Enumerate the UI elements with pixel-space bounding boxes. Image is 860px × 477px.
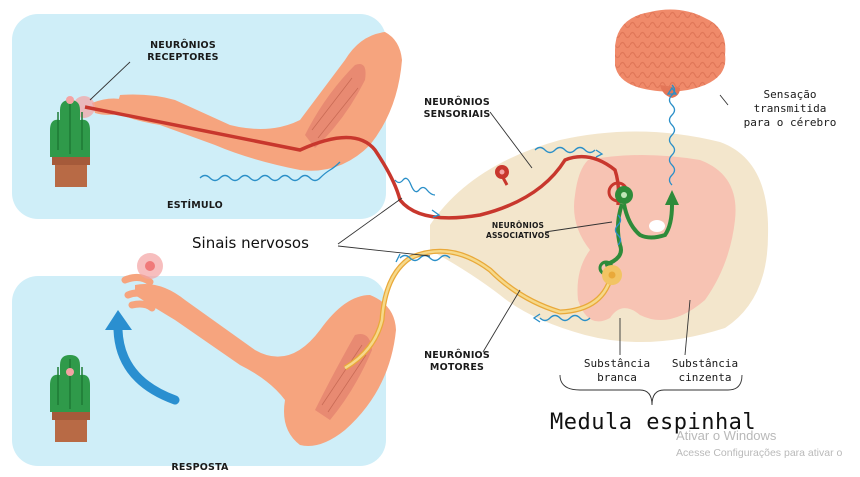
sensation-line1: Sensação <box>728 88 852 102</box>
nerve-signals-label: Sinais nervosos <box>192 234 309 252</box>
activation-watermark-title: Ativar o Windows <box>676 428 776 443</box>
sensory-label-line1: NEURÔNIOS <box>412 97 502 109</box>
motor-label-line2: MOTORES <box>412 362 502 374</box>
associative-label-line2: ASSOCIATIVOS <box>478 231 558 241</box>
white-matter-label: Substância branca <box>572 357 662 385</box>
sensory-label-line2: SENSORIAIS <box>412 109 502 121</box>
gray-matter-line2: cinzenta <box>660 371 750 385</box>
central-canal <box>649 220 665 232</box>
receptor-label-line1: NEURÔNIOS <box>138 40 228 52</box>
activation-watermark-subtitle: Acesse Configurações para ativar o <box>676 447 842 459</box>
gray-matter-label: Substância cinzenta <box>660 357 750 385</box>
white-matter-line2: branca <box>572 371 662 385</box>
motor-label-line1: NEURÔNIOS <box>412 350 502 362</box>
sensory-neurons-label: NEURÔNIOS SENSORIAIS <box>412 97 502 121</box>
gray-matter-line1: Substância <box>660 357 750 371</box>
receptor-neurons-label: NEURÔNIOS RECEPTORES <box>138 40 228 64</box>
sensation-line2: transmitida <box>728 102 852 116</box>
stimulus-label: ESTÍMULO <box>150 200 240 212</box>
white-matter-line1: Substância <box>572 357 662 371</box>
sensation-line3: para o cérebro <box>728 116 852 130</box>
response-label: RESPOSTA <box>155 462 245 474</box>
sensation-label: Sensação transmitida para o cérebro <box>728 88 852 130</box>
motor-neurons-label: NEURÔNIOS MOTORES <box>412 350 502 374</box>
associative-label-line1: NEURÔNIOS <box>478 221 558 231</box>
associative-neurons-label: NEURÔNIOS ASSOCIATIVOS <box>478 221 558 241</box>
receptor-label-line2: RECEPTORES <box>138 52 228 64</box>
brain <box>615 10 725 98</box>
